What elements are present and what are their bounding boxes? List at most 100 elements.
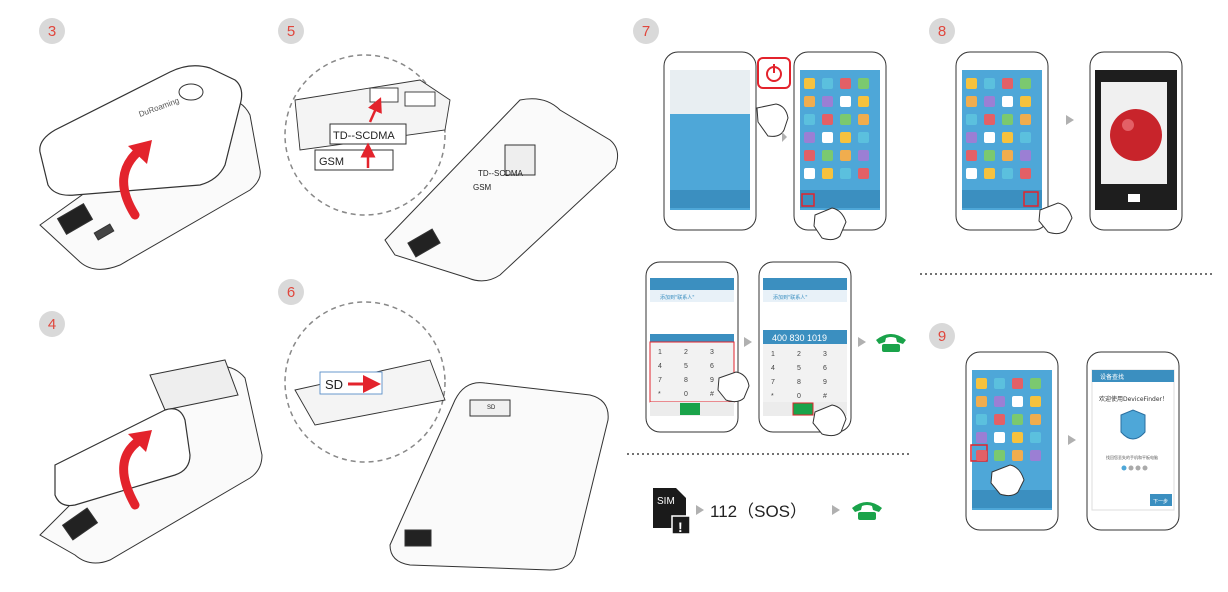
add-contact-text-2: 添加到"联系人" — [773, 294, 808, 301]
sim-card-icon — [653, 488, 691, 535]
app-icon — [966, 168, 977, 179]
app-icon — [976, 450, 987, 461]
app-icon — [976, 432, 987, 443]
step4-insert-arrow — [119, 435, 145, 510]
app-icon — [984, 96, 995, 107]
app-icon — [976, 396, 987, 407]
gray-arrow-9 — [1068, 435, 1076, 445]
app-icon — [1002, 150, 1013, 161]
app-icon — [1002, 132, 1013, 143]
app-icon — [976, 378, 987, 389]
gsm-label-small: GSM — [473, 183, 492, 192]
app-icon — [984, 132, 995, 143]
tap-hand-icon — [717, 371, 750, 403]
step-8-badge: 8 — [929, 18, 955, 44]
gray-arrow-8 — [1066, 115, 1074, 125]
devicefinder-header: 设备查找 — [1100, 373, 1124, 381]
power-icon — [757, 57, 791, 89]
sd-label-small: SD — [487, 405, 496, 411]
sim-icon-label: SIM — [657, 496, 675, 507]
keypad-key: 8 — [797, 379, 801, 386]
app-icon — [822, 96, 833, 107]
keypad-key: 1 — [771, 351, 775, 358]
app-icon — [1012, 450, 1023, 461]
keypad-key: 6 — [823, 365, 827, 372]
app-icon — [1002, 168, 1013, 179]
keypad-key: 6 — [710, 363, 714, 370]
green-phone-icon — [876, 334, 906, 352]
app-icon — [804, 150, 815, 161]
dialer-phone-2 — [758, 261, 852, 433]
dialed-number: 400 830 1019 — [772, 333, 827, 343]
app-icon — [840, 150, 851, 161]
keypad-key: 4 — [771, 365, 775, 372]
app-icon — [858, 150, 869, 161]
app-icon — [1030, 414, 1041, 425]
step6-phone-body — [389, 382, 609, 571]
app-icon — [966, 132, 977, 143]
step-6-badge: 6 — [278, 279, 304, 305]
keypad-key: 3 — [823, 351, 827, 358]
step4-arrow-head — [128, 430, 152, 452]
app-icon — [804, 168, 815, 179]
app-icon — [840, 114, 851, 125]
keypad-key: 5 — [684, 363, 688, 370]
app-icon — [858, 168, 869, 179]
keypad-key: # — [710, 391, 714, 398]
sd-label: SD — [325, 377, 343, 392]
app-icon — [840, 96, 851, 107]
app-icon — [1020, 96, 1031, 107]
app-icon — [976, 414, 987, 425]
app-icon — [994, 396, 1005, 407]
td-insert-arrow — [368, 97, 382, 123]
app-icon — [1020, 132, 1031, 143]
keypad-key: 3 — [710, 349, 714, 356]
app-icon — [822, 132, 833, 143]
app-icon — [994, 414, 1005, 425]
step7-phone-1 — [663, 51, 757, 231]
step8-app-grid — [966, 78, 1031, 179]
step-3-badge: 3 — [39, 18, 65, 44]
step-9-badge: 9 — [929, 323, 955, 349]
step-7-badge: 7 — [633, 18, 659, 44]
app-icon — [1030, 378, 1041, 389]
keypad-key: 2 — [684, 349, 688, 356]
tap-hand-icon — [813, 207, 847, 241]
step3-lift-arrow — [119, 145, 145, 220]
app-icon — [804, 114, 815, 125]
step-4-badge: 4 — [39, 311, 65, 337]
app-icon — [858, 132, 869, 143]
app-icon — [804, 132, 815, 143]
app-icon — [994, 450, 1005, 461]
next-button[interactable] — [1150, 494, 1172, 506]
app-icon — [822, 168, 833, 179]
step9-app-grid — [976, 378, 1041, 461]
app-icon — [966, 96, 977, 107]
keypad-key: * — [658, 391, 661, 398]
app-icon — [984, 168, 995, 179]
gray-arrow-7a — [782, 132, 787, 142]
app-icon — [1020, 168, 1031, 179]
keypad-key: 2 — [797, 351, 801, 358]
step5-phone-body — [384, 98, 619, 282]
gray-arrow-7b — [744, 337, 752, 347]
app-icon — [840, 168, 851, 179]
app-icon — [858, 96, 869, 107]
dialer-phone-1 — [645, 261, 739, 433]
app-icon — [822, 78, 833, 89]
keypad-key: 1 — [658, 349, 662, 356]
keypad-key: 0 — [684, 391, 688, 398]
app-icon — [1002, 78, 1013, 89]
tap-hand-icon — [1038, 202, 1073, 235]
sim-warning-mark: ! — [678, 519, 683, 535]
next-button-label[interactable]: 下一步 — [1153, 499, 1168, 505]
app-icon — [1012, 396, 1023, 407]
keypad-key: # — [823, 393, 827, 400]
keypad-key: 8 — [684, 377, 688, 384]
tap-hand-icon — [990, 464, 1025, 497]
keypad-key: 9 — [710, 377, 714, 384]
tap-hand-icon — [756, 103, 789, 137]
step3-arrow-head — [128, 140, 152, 164]
